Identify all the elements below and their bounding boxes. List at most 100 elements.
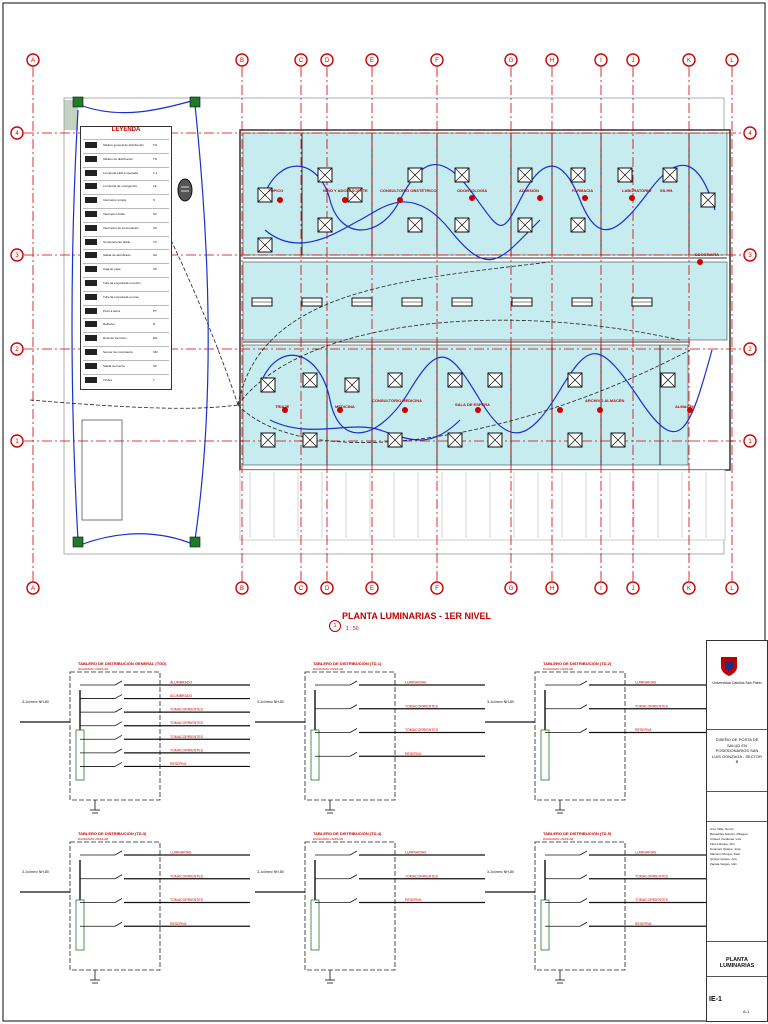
switch-marker (277, 197, 283, 203)
grid-label-col: D (325, 586, 330, 592)
luminaire-fixture (662, 167, 678, 183)
luminaire-fixture (454, 167, 470, 183)
circuit-label: LUMINARIAS (405, 681, 427, 685)
room-label: LABORATORIO (622, 188, 652, 193)
legend-desc: Salida de fuerza (103, 363, 125, 368)
circuit-label: LUMINARIAS (405, 851, 427, 855)
luminaire-fixture (610, 432, 626, 448)
panel-title: TABLERO DE DISTRIBUCIÓN (TD-2) (543, 661, 612, 666)
circuit-label: TOMACORRIENTES (405, 728, 439, 732)
legend-desc: Interruptor simple (103, 198, 127, 203)
switch-marker (582, 195, 588, 201)
legend-desc: Luminaria de emergencia (103, 184, 137, 189)
luminaire-fixture (567, 372, 583, 388)
luminaire-fixture (302, 432, 318, 448)
grid-label-col: I (600, 58, 602, 64)
switch-marker (337, 407, 343, 413)
grid-bubble-col-J: J (626, 53, 640, 67)
grid-bubble-col-J: J (626, 581, 640, 595)
reflector-icon (72, 536, 84, 548)
legend-desc: Salida de alumbrado (103, 253, 131, 258)
legend-desc: Reflector (103, 322, 116, 327)
room-label: CONSULTORIO OBSTÉTRICO (380, 188, 437, 193)
grid-label-row: 4 (748, 131, 752, 137)
luminaire-fixture (387, 432, 403, 448)
university-name: Universidad Católica San Pablo (712, 681, 762, 685)
grid-bubble-col-E: E (365, 581, 379, 595)
grid-label-col: K (687, 58, 691, 64)
legend-symbol-icon (85, 252, 97, 259)
title-block: Universidad Católica San Pablo DISEÑO DE… (706, 640, 768, 1022)
grid-label-col: G (509, 58, 514, 64)
legend-code: T (153, 377, 155, 382)
panel-title: TABLERO DE DISTRIBUCIÓN (TD-4) (313, 831, 382, 836)
grid-label-col: F (435, 58, 439, 64)
circuit-label: RESERVA (405, 752, 422, 756)
legend-code: SA (153, 253, 158, 258)
grid-label-col: A (31, 586, 35, 592)
team-member: Flores Roque, Flor (710, 842, 735, 846)
legend-row: Interruptor doble S2 (83, 208, 169, 222)
luminaire-fixture (517, 217, 533, 233)
grid-label-col: H (550, 586, 554, 592)
grid-bubble-col-I: I (594, 53, 608, 67)
legend-symbol-icon (85, 224, 97, 231)
luminaire-fixture (570, 217, 586, 233)
university-logo-icon (721, 657, 737, 676)
room-label: SS.HH. (660, 188, 674, 193)
switch-marker (597, 407, 603, 413)
legend-desc: Interruptor doble (103, 212, 126, 216)
grid-bubble-row-4: 4 (743, 126, 757, 140)
panel-title: TABLERO DE DISTRIBUCIÓN (TD-5) (543, 831, 612, 836)
legend-symbol-icon (85, 349, 97, 355)
legend-code: SM (153, 350, 158, 354)
grid-bubble-row-3: 3 (743, 248, 757, 262)
legend-symbol-icon (85, 142, 97, 148)
grid-label-row: 1 (15, 439, 19, 445)
luminaire-fixture (517, 167, 533, 183)
legend-desc: Caja de pase (103, 267, 121, 272)
legend-code: S2 (153, 212, 157, 216)
circuit-label: TOMACORRIENTES (635, 898, 669, 902)
circuit-label: TOMACORRIENTES (635, 874, 669, 878)
luminaire-fixture (407, 217, 423, 233)
circuit-label: TOMACORRIENTES (170, 874, 204, 878)
luminaire-fixture (344, 377, 360, 393)
legend-desc: Interruptor de conmutación (103, 225, 139, 230)
room-label: NIÑO Y ADOLESCENTE (323, 188, 368, 193)
room-label: ARCHIVO ALMACÉN (585, 398, 625, 403)
panel-subtitle: DIAGRAMA UNIFILAR (543, 837, 574, 841)
grid-bubble-col-K: K (682, 53, 696, 67)
grid-bubble-row-4: 4 (10, 126, 24, 140)
team-member: Huamaní Quispe, José (710, 847, 741, 851)
luminaire-fixture (257, 187, 273, 203)
luminaire-fixture (454, 217, 470, 233)
circuit-label: TOMACORRIENTES (170, 708, 204, 712)
legend-symbol-icon (85, 376, 97, 383)
corridor-luminaire (301, 297, 323, 307)
grid-bubble-col-D: D (320, 53, 334, 67)
circuit-label: RESERVA (635, 922, 652, 926)
room-label: TRIAJE (275, 404, 290, 409)
luminaire-fixture (347, 187, 363, 203)
grid-bubble-col-H: H (545, 581, 559, 595)
room-label: FARMACIA (572, 188, 594, 193)
switch-marker (282, 407, 288, 413)
grid-bubble-col-I: I (594, 581, 608, 595)
legend-code: R (153, 322, 156, 327)
room-label: TÓPICO (268, 188, 284, 193)
switch-marker (687, 407, 693, 413)
legend-symbol-icon (85, 238, 97, 245)
switch-marker (557, 407, 563, 413)
plan-title: PLANTA LUMINARIAS - 1ER NIVEL (342, 611, 492, 621)
grid-label-row: 4 (15, 131, 19, 137)
grid-bubble-col-C: C (294, 581, 308, 595)
legend-code: CP (153, 267, 158, 272)
legend-symbol-icon (85, 362, 97, 369)
team-member: Mamani Choque, Raúl (710, 852, 740, 856)
luminaire-fixture (617, 167, 633, 183)
